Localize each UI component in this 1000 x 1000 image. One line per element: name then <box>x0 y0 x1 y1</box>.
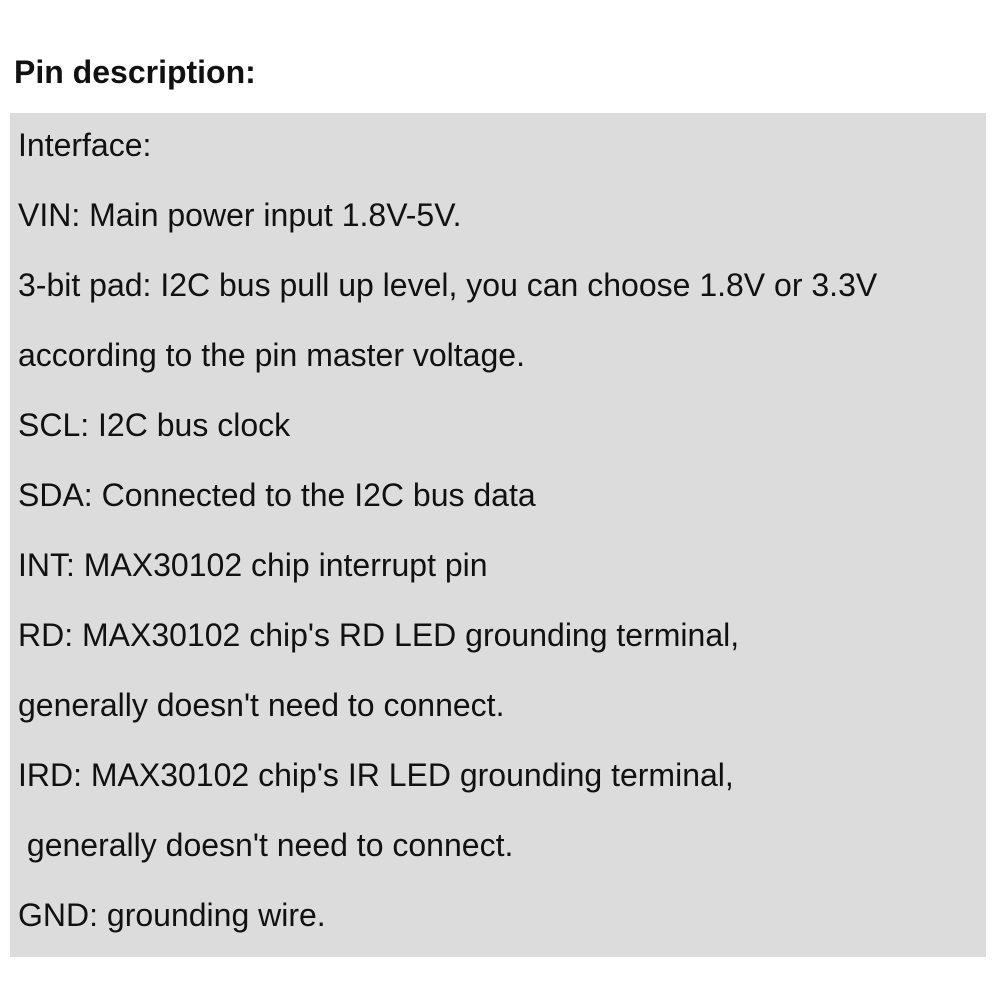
pin-ird-description-line-2: generally doesn't need to connect. <box>18 827 514 863</box>
pin-scl-description: SCL: I2C bus clock <box>18 407 291 443</box>
pin-rd-description-line-2: generally doesn't need to connect. <box>18 687 505 723</box>
pad-description-line-1: 3-bit pad: I2C bus pull up level, you ca… <box>18 267 878 303</box>
interface-label: Interface: <box>18 127 152 163</box>
pin-vin-description: VIN: Main power input 1.8V-5V. <box>18 197 462 233</box>
pin-rd-description-line-1: RD: MAX30102 chip's RD LED grounding ter… <box>18 617 740 653</box>
pin-description-panel: Interface: VIN: Main power input 1.8V-5V… <box>10 113 986 957</box>
pin-gnd-description: GND: grounding wire. <box>18 897 326 933</box>
pin-int-description: INT: MAX30102 chip interrupt pin <box>18 547 488 583</box>
page-heading: Pin description: <box>14 54 256 90</box>
pad-description-line-2: according to the pin master voltage. <box>18 337 525 373</box>
pin-sda-description: SDA: Connected to the I2C bus data <box>18 477 536 513</box>
pin-ird-description-line-1: IRD: MAX30102 chip's IR LED grounding te… <box>18 757 734 793</box>
